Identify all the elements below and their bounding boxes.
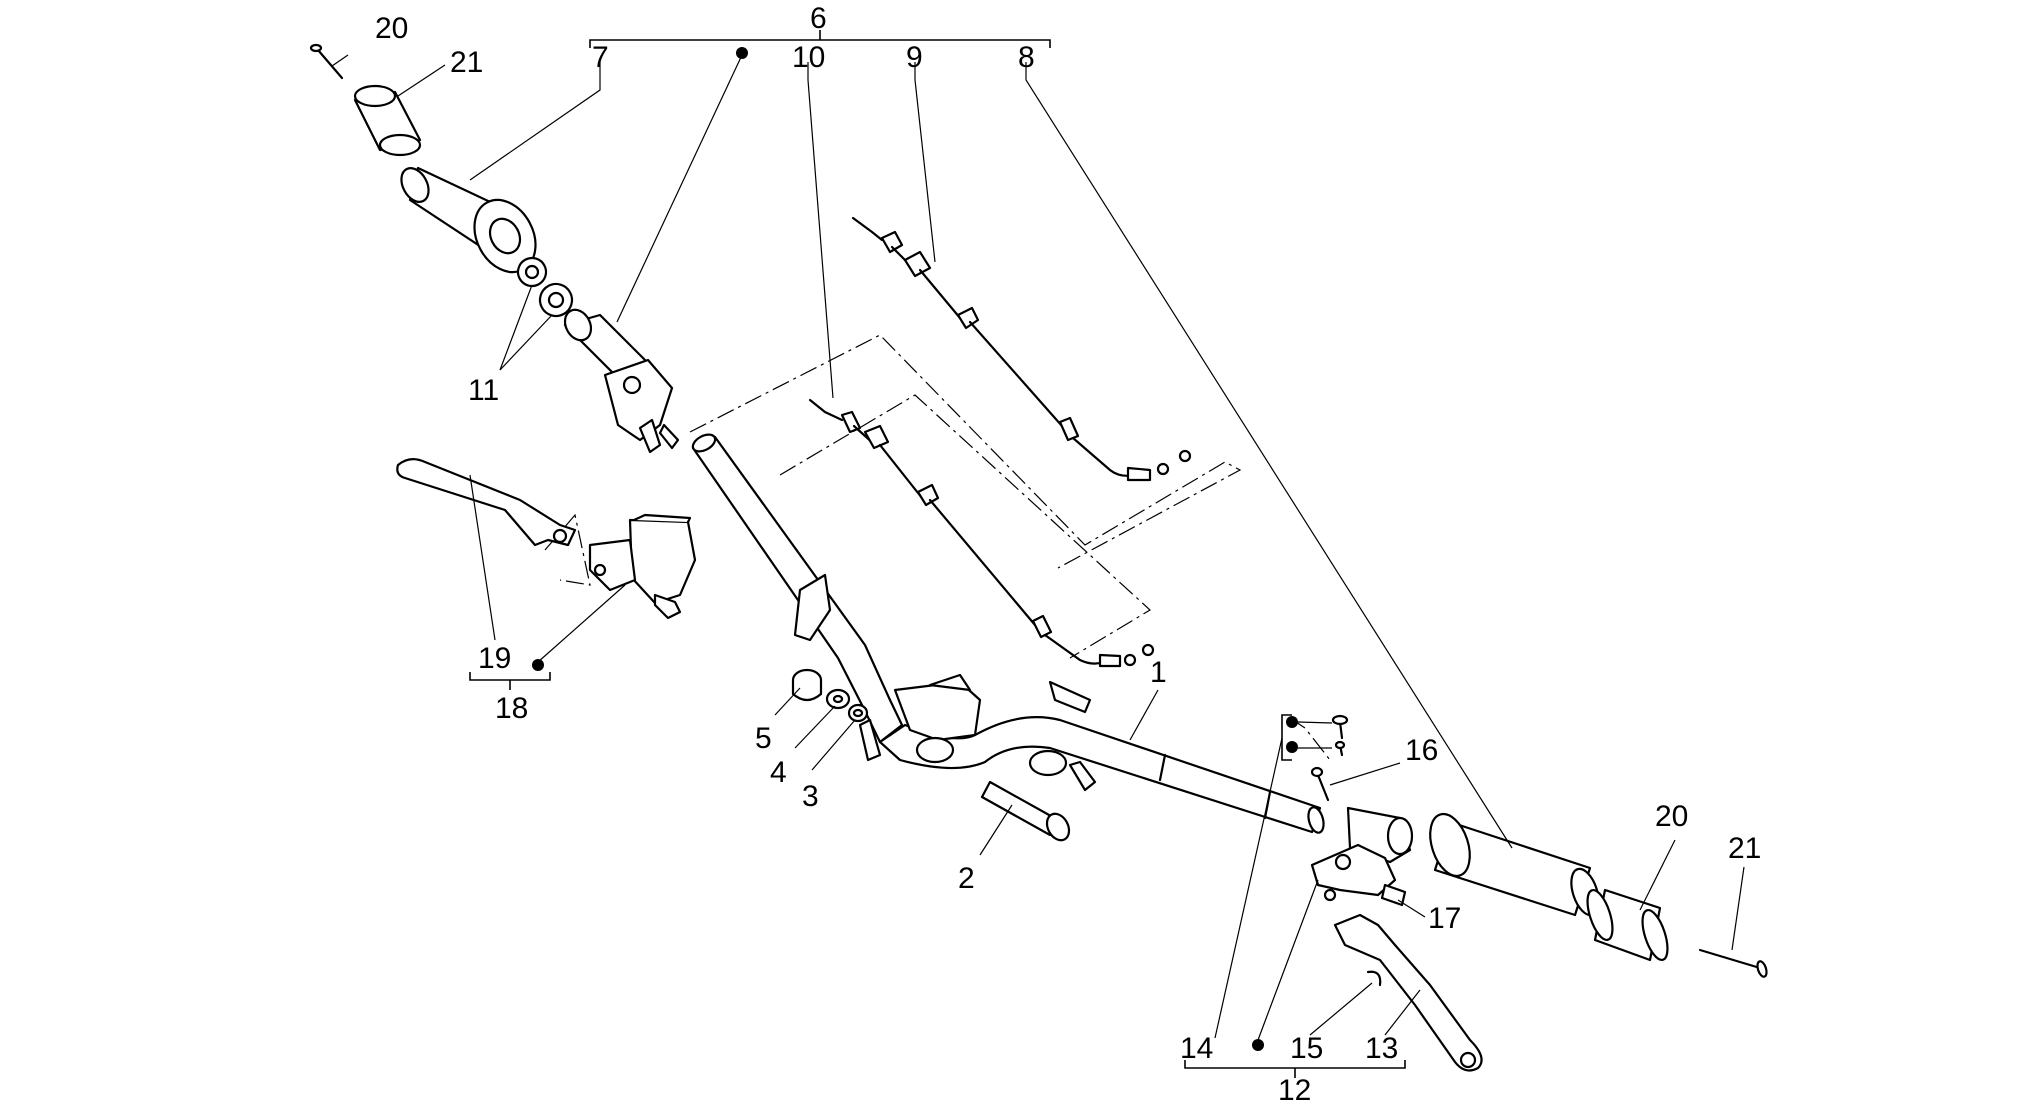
handlebar-tube [691, 433, 1325, 834]
throttle-cable-lower [808, 398, 1155, 668]
callout-4: 4 [770, 756, 787, 789]
grip-washers [516, 256, 574, 318]
callout-16: 16 [1405, 734, 1438, 767]
callout-3: 3 [802, 780, 819, 813]
left-master-cylinder [588, 513, 697, 620]
callout-6: 6 [810, 2, 827, 35]
callout-19: 19 [478, 642, 511, 675]
left-bar-end-weight [353, 84, 422, 157]
callout-12: 12 [1278, 1074, 1311, 1103]
right-master-cylinder [1310, 806, 1414, 907]
callout-8: 8 [1018, 41, 1035, 74]
throttle-cable-upper [851, 216, 1192, 482]
callout-1: 1 [1150, 656, 1167, 689]
callout-labels: 6 7 10 9 8 20 21 11 19 18 5 4 3 2 1 16 1… [375, 2, 1761, 1103]
callout-18: 18 [495, 692, 528, 725]
left-brake-lever [396, 458, 577, 547]
right-clamp-screw [1310, 766, 1330, 802]
right-brake-lever [1333, 913, 1483, 1072]
callout-21-right: 21 [1728, 832, 1761, 865]
throttle-control [563, 308, 680, 454]
reference-dots [532, 47, 1298, 1051]
callout-20-left: 20 [375, 12, 408, 45]
callout-13: 13 [1365, 1032, 1398, 1065]
callout-7: 7 [592, 41, 609, 74]
right-bar-end-weight [1586, 888, 1669, 962]
callout-17: 17 [1428, 902, 1461, 935]
nut-and-washers [791, 668, 869, 723]
callout-11: 11 [468, 374, 499, 407]
callout-2: 2 [958, 862, 975, 895]
callout-5: 5 [755, 722, 772, 755]
right-bar-end-screw [1698, 948, 1768, 978]
left-grip [400, 166, 537, 274]
callout-15: 15 [1290, 1032, 1323, 1065]
callout-9: 9 [906, 41, 923, 74]
leader-lines [331, 30, 1745, 1078]
left-bar-end-screw [309, 43, 344, 80]
callout-14: 14 [1180, 1032, 1213, 1065]
callout-21-left: 21 [450, 46, 483, 79]
right-switch-screws [1331, 714, 1349, 757]
callout-10: 10 [792, 41, 825, 74]
callout-20-right: 20 [1655, 800, 1688, 833]
bolt [980, 780, 1071, 842]
